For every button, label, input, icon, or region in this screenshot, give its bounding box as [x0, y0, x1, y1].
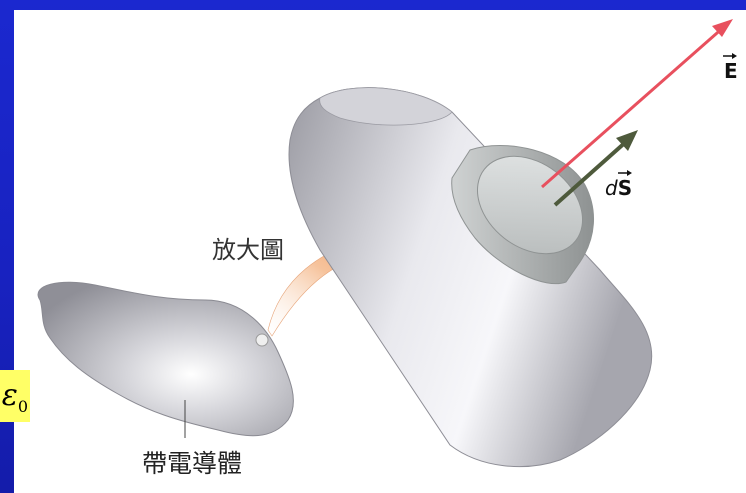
surface-patch-marker	[255, 333, 269, 347]
epsilon-symbol: ε	[1, 378, 18, 413]
magnified-surface-rim	[319, 87, 453, 126]
field-vector-label: E	[724, 59, 738, 83]
equation-fragment: ε0	[0, 370, 30, 422]
field-vector-overarrow-head	[732, 53, 737, 59]
area-vector-label: dS	[605, 176, 632, 200]
arrow-icon	[553, 138, 630, 207]
charged-conductor-shape	[37, 281, 294, 437]
arrow-icon	[541, 24, 726, 189]
arrow-icon	[712, 19, 733, 37]
epsilon-subscript: 0	[17, 397, 28, 416]
magnified-surface	[288, 87, 653, 468]
area-vector-arrow	[553, 130, 638, 207]
magnified-view-label: 放大圖	[212, 236, 284, 264]
pillbox-top	[476, 155, 584, 255]
area-vector-overarrow-head	[627, 170, 632, 176]
arrow-icon	[616, 130, 638, 151]
charged-conductor-label: 帶電導體	[142, 449, 242, 478]
field-vector-arrow	[541, 19, 733, 189]
